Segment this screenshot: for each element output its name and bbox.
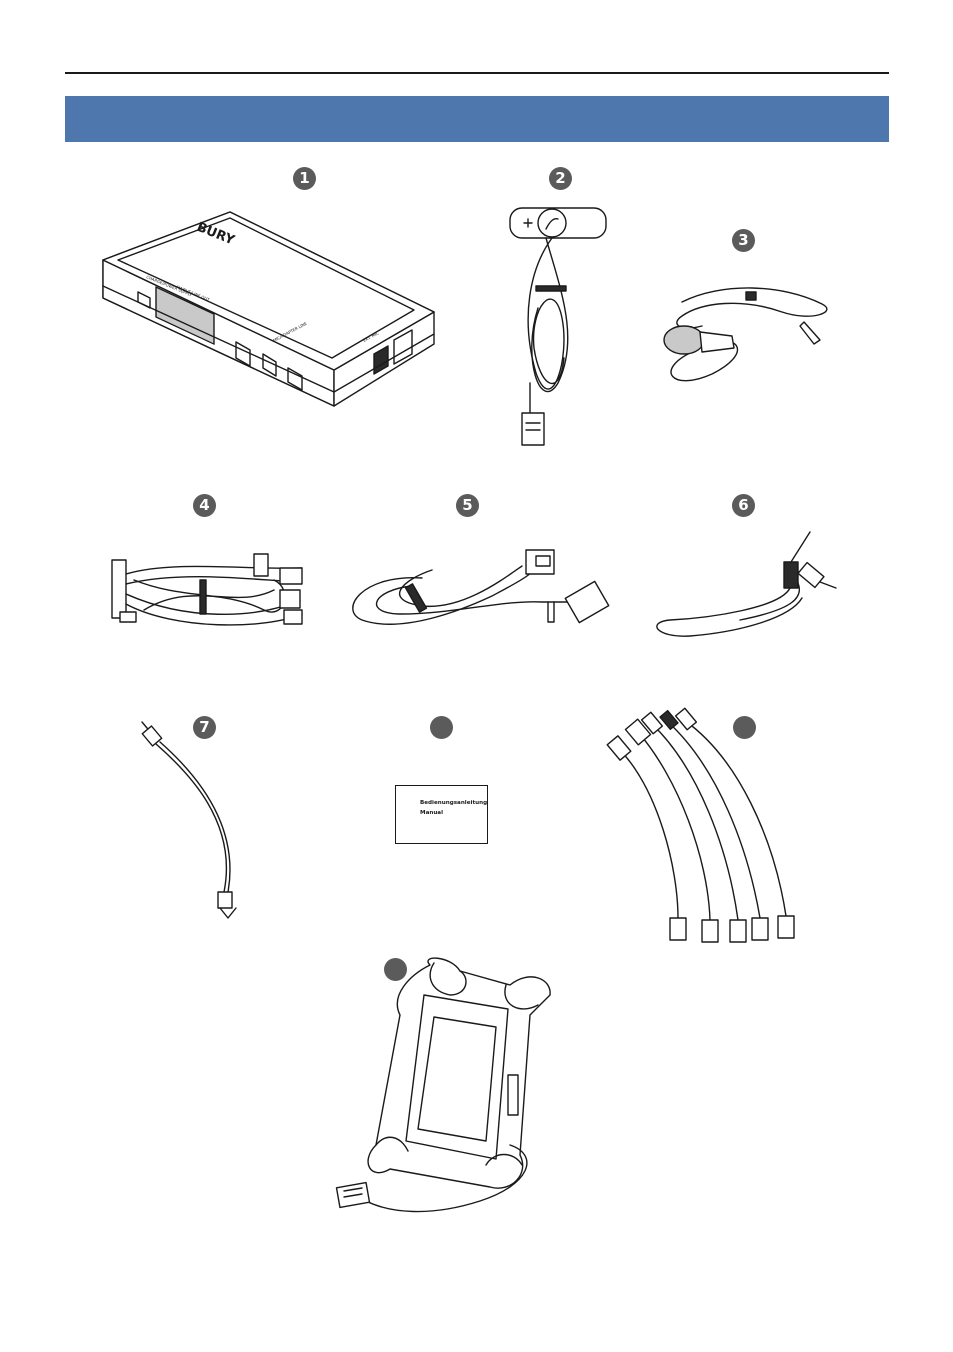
phone-cradle-illustration (330, 955, 560, 1217)
item-badge-5: 5 (456, 494, 479, 517)
item-badge-8 (430, 716, 453, 739)
item-badge-2: 2 (549, 167, 572, 190)
item-badge-4: 4 (193, 494, 216, 517)
header-rule (65, 72, 889, 74)
manual-title-en: Manual (420, 810, 443, 816)
control-unit-illustration (500, 198, 620, 453)
manual-booklet: Bedienungsanleitung Manual (395, 785, 488, 844)
wiring-harness-illustration (104, 550, 314, 642)
adapter-cable-set-illustration (598, 708, 810, 954)
manual-title-de: Bedienungsanleitung (420, 800, 487, 806)
short-cable-illustration (128, 712, 248, 920)
microphone-illustration (662, 282, 838, 386)
section-banner (65, 96, 889, 142)
audio-cable-illustration (650, 528, 840, 642)
item-badge-1: 1 (293, 167, 316, 190)
item-badge-6: 6 (732, 494, 755, 517)
adapter-cable-illustration (342, 540, 612, 640)
item-badge-3: 3 (732, 229, 755, 252)
base-unit-illustration: BURY CHARGE/POWER SUPPLY FM/BUS/LINE OUT… (98, 194, 438, 416)
